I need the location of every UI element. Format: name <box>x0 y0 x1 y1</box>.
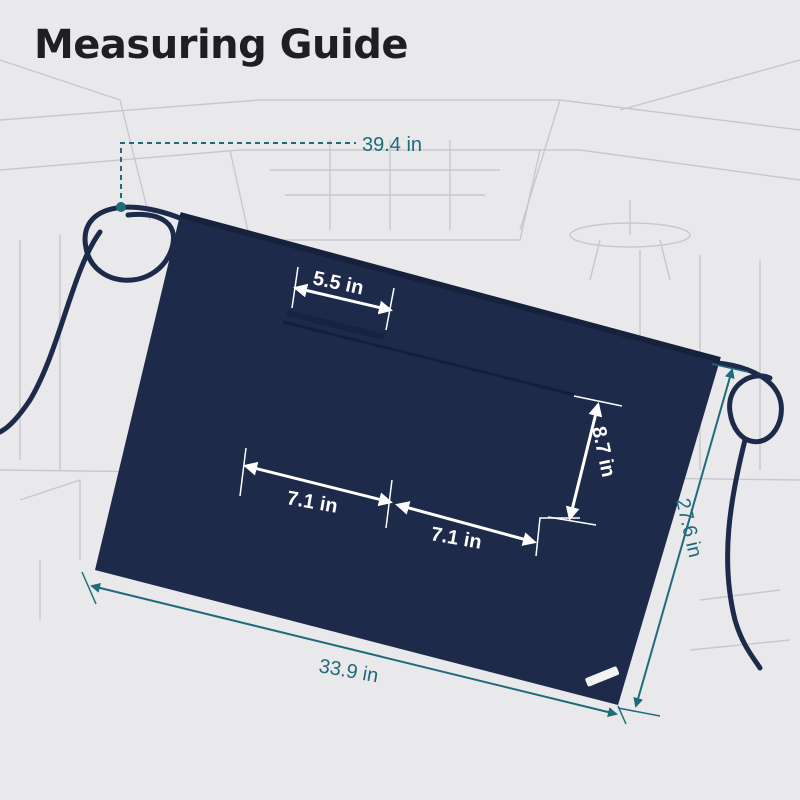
tie-length-dimension: 39.4 in <box>116 134 422 212</box>
apron-body <box>95 215 720 705</box>
pen-pocket <box>286 310 385 340</box>
right-waist-tie <box>697 359 784 671</box>
tie-length-label: 39.4 in <box>362 134 422 156</box>
restaurant-sketch-background <box>0 59 800 651</box>
left-waist-tie <box>0 204 183 435</box>
pocket-seam <box>282 320 576 397</box>
apron-width-label: 33.9 in <box>317 655 380 687</box>
page-title: Measuring Guide <box>34 22 408 68</box>
apron-length-label: 27.6 in <box>671 496 706 559</box>
